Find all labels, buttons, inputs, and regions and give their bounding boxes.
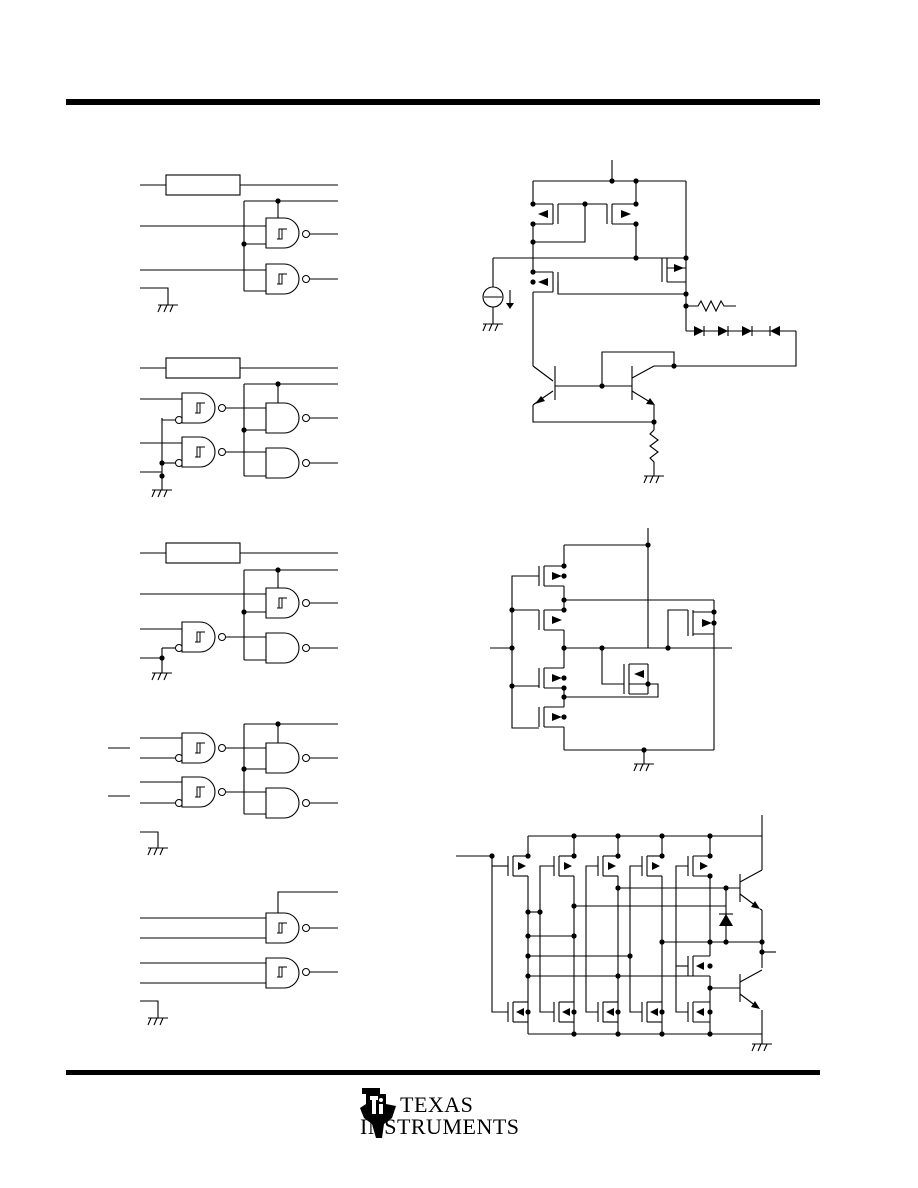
equivalent-circuit-3: [456, 815, 776, 1052]
logic-diagram-5: [140, 891, 338, 1026]
ti-logo-icon: [360, 1088, 396, 1138]
equivalent-circuit-2: [490, 528, 732, 772]
bottom-rule: [66, 1070, 820, 1075]
logo-line-1: Texas: [400, 1092, 474, 1117]
equivalent-circuit-1: [482, 160, 797, 484]
logic-diagram-1: [140, 174, 338, 313]
logo-line-2: Instruments: [360, 1114, 520, 1139]
logic-diagram-3: [140, 542, 338, 681]
logic-diagram-4: [108, 721, 338, 856]
top-rule: [66, 99, 820, 105]
ti-logo-wordmark: Texas Instruments: [360, 1094, 520, 1138]
logic-diagram-2: [140, 357, 338, 498]
